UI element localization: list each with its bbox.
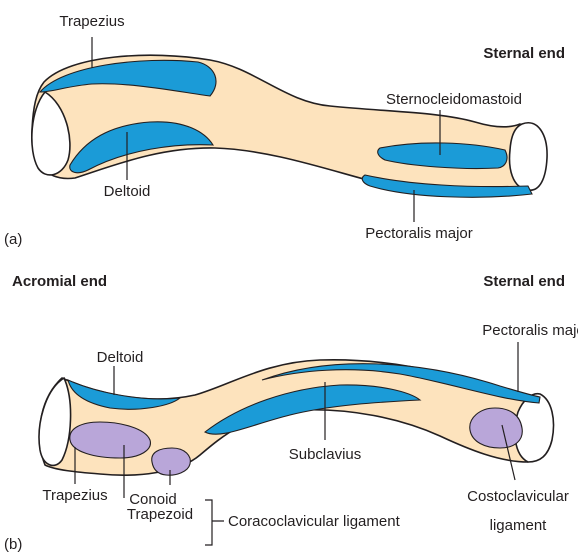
costoclavicular-attachment-b	[470, 408, 522, 448]
panel-b-tag: (b)	[4, 536, 22, 552]
bracket-coracoclavicular	[205, 500, 224, 545]
label-subclavius-b: Subclavius	[289, 446, 362, 463]
clavicle-b-acromial-end	[39, 378, 71, 465]
label-costoclavicular-line1-b: Costoclavicular	[467, 488, 569, 505]
label-coracoclavicular-ligament-b: Coracoclavicular ligament	[228, 513, 401, 530]
label-sternal-end-b: Sternal end	[483, 273, 565, 290]
clavicle-a-sternal-end	[510, 123, 548, 190]
label-acromial-end-b: Acromial end	[12, 273, 107, 290]
label-sternocleidomastoid-a: Sternocleidomastoid	[386, 91, 522, 108]
label-trapezoid-b: Trapezoid	[127, 506, 193, 523]
conoid-attachment-b	[152, 448, 191, 475]
label-deltoid-b: Deltoid	[97, 349, 144, 366]
label-pectoralis-major-a: Pectoralis major	[365, 225, 473, 242]
panel-b: Acromial end Sternal end Pectoralis majo…	[4, 273, 578, 552]
label-trapezius-b: Trapezius	[42, 487, 107, 504]
label-deltoid-a: Deltoid	[104, 183, 151, 200]
panel-a: Trapezius Deltoid Sternocleidomastoid Pe…	[4, 13, 565, 248]
label-pectoralis-major-b: Pectoralis major	[482, 322, 578, 339]
label-costoclavicular-line2-b: ligament	[490, 517, 548, 534]
panel-a-tag: (a)	[4, 231, 22, 248]
label-sternal-end-a: Sternal end	[483, 45, 565, 62]
label-trapezius-a: Trapezius	[59, 13, 124, 30]
